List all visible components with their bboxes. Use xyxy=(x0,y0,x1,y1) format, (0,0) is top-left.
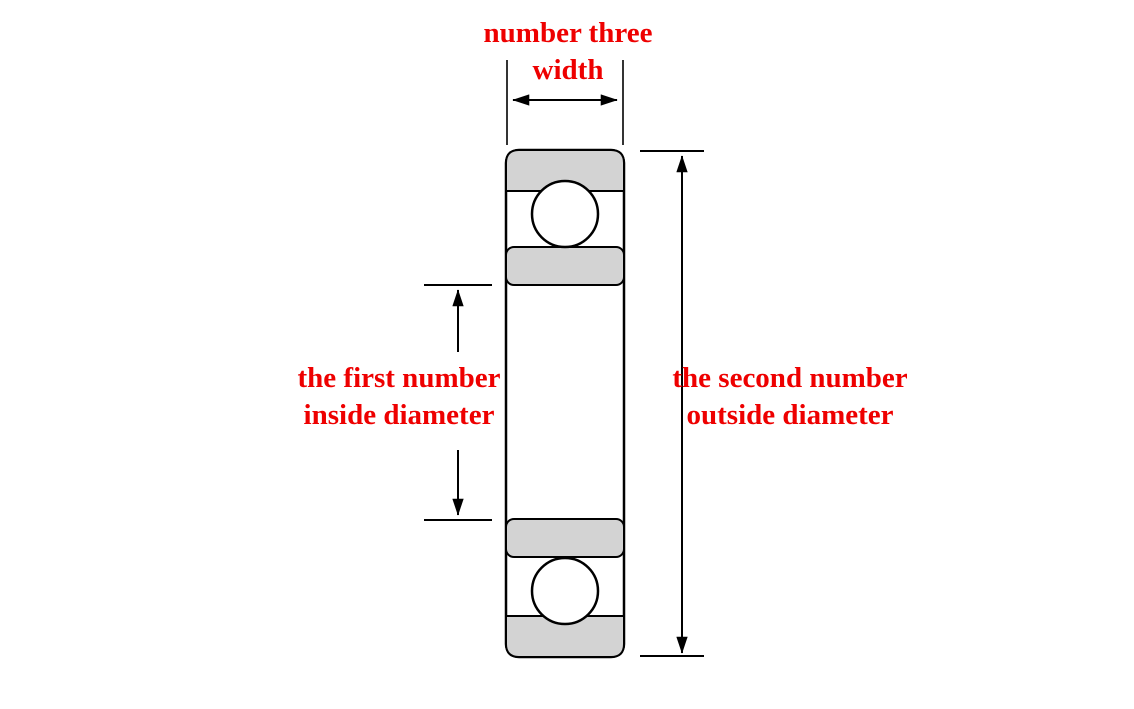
outside-diameter-label-line2: outside diameter xyxy=(686,399,894,431)
outside-diameter-label: the second number outside diameter xyxy=(640,360,940,434)
outside-diameter-label-line1: the second number xyxy=(672,362,908,394)
width-label: number three width xyxy=(418,15,718,89)
top-ball xyxy=(530,179,600,249)
width-label-line1: number three xyxy=(483,17,653,49)
outer-race-bottom xyxy=(505,615,625,658)
inside-diameter-label-line1: the first number xyxy=(297,362,501,394)
width-label-line2: width xyxy=(532,54,604,86)
outer-race-top xyxy=(505,149,625,192)
inner-race-bottom xyxy=(505,518,625,558)
inner-race-top xyxy=(505,246,625,286)
inside-diameter-label: the first number inside diameter xyxy=(249,360,549,434)
inside-diameter-label-line2: inside diameter xyxy=(303,399,495,431)
bottom-ball xyxy=(530,556,600,626)
